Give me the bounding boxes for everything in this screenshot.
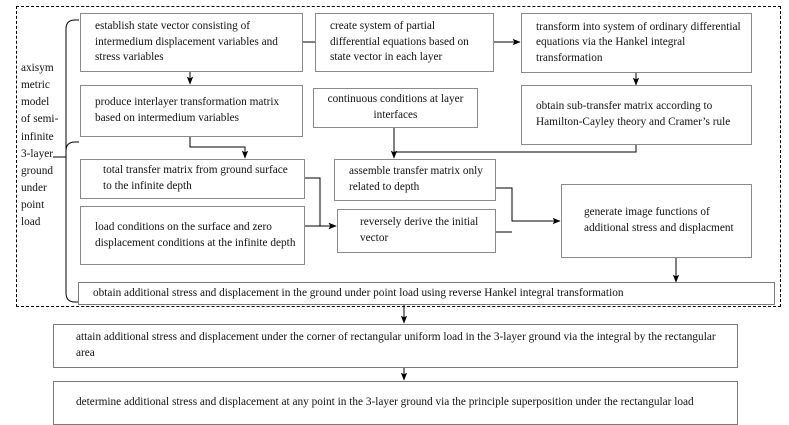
node-continuous-conditions-label: continuous conditions at layer interface… <box>327 93 464 121</box>
node-produce-interlayer-matrix[interactable]: produce interlayer transformation matrix… <box>80 85 303 137</box>
node-load-conditions-label: load conditions on the surface and zero … <box>95 220 296 249</box>
node-obtain-point-load-result[interactable]: obtain additional stress and displacemen… <box>78 282 775 305</box>
node-assemble-transfer-matrix-label: assemble transfer matrix only related to… <box>349 165 483 193</box>
node-determine-any-point[interactable]: determine additional stress and displace… <box>53 381 738 425</box>
node-assemble-transfer-matrix[interactable]: assemble transfer matrix only related to… <box>334 159 496 201</box>
node-reversely-derive-initial-vector-label: reversely derive the initial vector <box>360 216 479 244</box>
group-label: axisym metric model of semi- infinite 3-… <box>21 62 59 229</box>
node-transform-ode-hankel[interactable]: transform into system of ordinary differ… <box>521 13 752 73</box>
point-load-model-group <box>16 6 781 307</box>
node-attain-corner-rect-load[interactable]: attain additional stress and displacemen… <box>53 324 738 368</box>
node-load-conditions[interactable]: load conditions on the surface and zero … <box>80 206 305 265</box>
node-produce-interlayer-matrix-label: produce interlayer transformation matrix… <box>95 96 280 124</box>
node-create-pde-system[interactable]: create system of partial differential eq… <box>315 13 494 72</box>
node-generate-image-functions[interactable]: generate image functions of additional s… <box>561 184 752 258</box>
node-transform-ode-hankel-label: transform into system of ordinary differ… <box>536 20 741 64</box>
node-total-transfer-matrix[interactable]: total transfer matrix from ground surfac… <box>80 159 305 199</box>
node-reversely-derive-initial-vector[interactable]: reversely derive the initial vector <box>337 209 496 253</box>
node-generate-image-functions-label: generate image functions of additional s… <box>584 206 734 234</box>
node-total-transfer-matrix-label: total transfer matrix from ground surfac… <box>103 164 288 192</box>
node-attain-corner-rect-load-label: attain additional stress and displacemen… <box>76 331 716 359</box>
node-determine-any-point-label: determine additional stress and displace… <box>76 396 694 409</box>
node-obtain-sub-transfer-matrix-label: obtain sub-transfer matrix according to … <box>536 100 731 128</box>
node-establish-state-vector-label: establish state vector consisting of int… <box>95 20 278 64</box>
node-continuous-conditions[interactable]: continuous conditions at layer interface… <box>313 88 478 128</box>
node-obtain-sub-transfer-matrix[interactable]: obtain sub-transfer matrix according to … <box>521 85 752 145</box>
node-obtain-point-load-result-label: obtain additional stress and displacemen… <box>93 286 624 299</box>
node-establish-state-vector[interactable]: establish state vector consisting of int… <box>80 13 303 72</box>
node-create-pde-system-label: create system of partial differential eq… <box>330 20 469 64</box>
